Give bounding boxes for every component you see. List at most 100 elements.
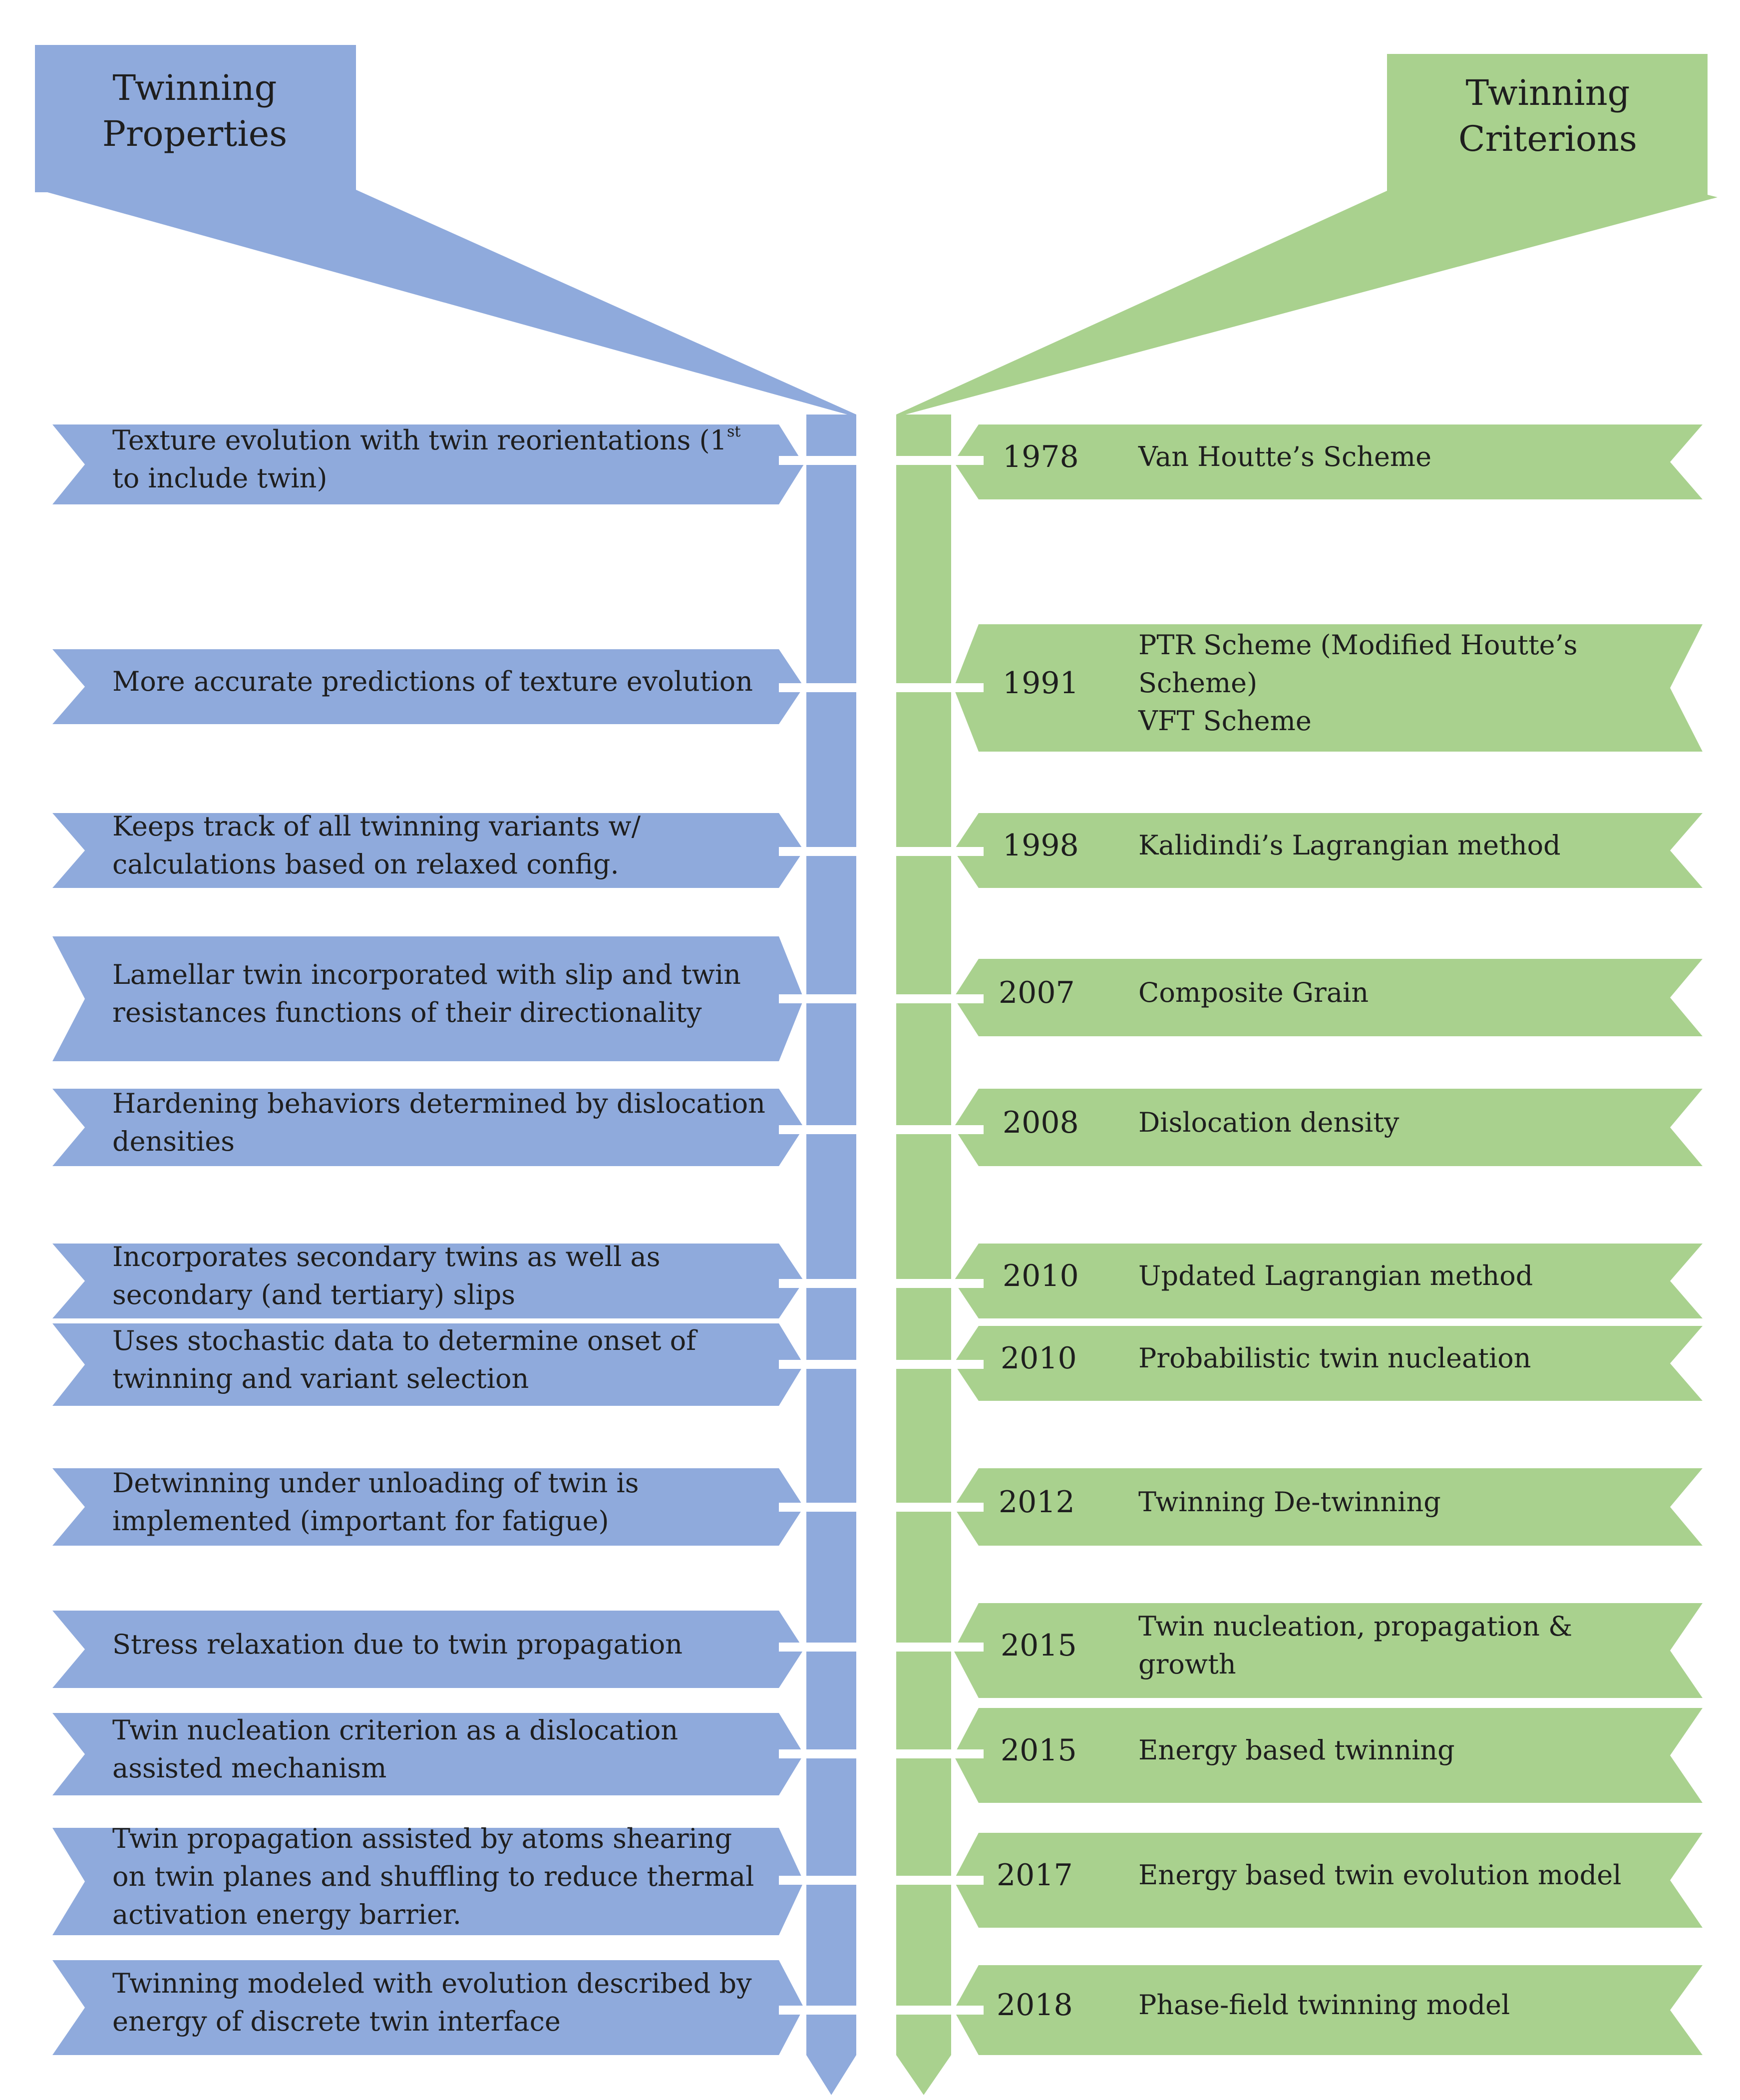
property-text-line: Twinning modeled with evolution describe…: [112, 1968, 752, 1999]
ordinal-superscript: st: [726, 423, 741, 440]
property-text-line: Incorporates secondary twins as well as: [112, 1241, 661, 1272]
connector-bar: [896, 2006, 984, 2015]
year-label: 2018: [997, 1988, 1073, 2023]
criterion-banner: [954, 1089, 1703, 1166]
connector-bar: [779, 456, 856, 465]
property-text-line: twinning and variant selection: [112, 1362, 529, 1394]
criterion-text: Kalidindi’s Lagrangian method: [1138, 827, 1561, 864]
criterion-text: Twin nucleation, propagation & growth: [1138, 1608, 1572, 1683]
property-banner: [52, 1089, 804, 1166]
property-text: Incorporates secondary twins as well as s…: [112, 1238, 660, 1314]
year-label: 2007: [999, 975, 1075, 1010]
property-text: Texture evolution with twin reorientatio…: [112, 421, 740, 497]
criterion-text: Phase-field twinning model: [1138, 1986, 1510, 2024]
criterion-banner: [954, 424, 1703, 499]
property-text: Keeps track of all twinning variants w/c…: [112, 808, 641, 883]
property-text: Lamellar twin incorporated with slip and…: [112, 956, 741, 1032]
property-text-line: secondary (and tertiary) slips: [112, 1279, 515, 1310]
criterion-text-line: Updated Lagrangian method: [1138, 1260, 1533, 1291]
property-banner: [52, 649, 804, 724]
criterion-banner: [954, 1468, 1703, 1546]
criterion-text-line: Twin nucleation, propagation &: [1138, 1611, 1573, 1642]
criterion-text-line: growth: [1138, 1649, 1236, 1680]
criterions-spine: [896, 415, 951, 2095]
properties-header: Twinning Properties: [45, 65, 345, 157]
property-text-line: implemented (important for fatigue): [112, 1505, 609, 1537]
criterion-text: Dislocation density: [1138, 1104, 1399, 1142]
property-text-line: assisted mechanism: [112, 1752, 387, 1784]
connector-bar: [896, 994, 984, 1003]
criterion-banner: [954, 959, 1703, 1036]
criterion-text-line: Phase-field twinning model: [1138, 1989, 1510, 2021]
property-text-line: energy of discrete twin interface: [112, 2006, 561, 2037]
criterion-text: Van Houtte’s Scheme: [1138, 438, 1431, 476]
criterion-banner: [954, 813, 1703, 888]
connector-bar: [779, 1360, 856, 1369]
criterion-text-line: Dislocation density: [1138, 1106, 1399, 1138]
criterions-header: Twinning Criterions: [1398, 70, 1698, 162]
property-text: Uses stochastic data to determine onset …: [112, 1322, 696, 1398]
property-text: More accurate predictions of texture evo…: [112, 663, 753, 701]
connector-bar: [896, 1125, 984, 1134]
year-label: 2012: [999, 1484, 1075, 1520]
property-text-line: densities: [112, 1125, 235, 1157]
property-banner: [52, 424, 804, 504]
criterions-header-line-1: Twinning: [1465, 72, 1630, 113]
connector-bar: [779, 1503, 856, 1512]
property-text: Twinning modeled with evolution describe…: [112, 1965, 752, 2041]
criterion-text: Updated Lagrangian method: [1138, 1257, 1533, 1295]
property-text-line: Stress relaxation due to twin propagatio…: [112, 1628, 683, 1660]
connector-bar: [779, 1125, 856, 1134]
connector-bar: [779, 1876, 856, 1885]
criterion-banner: [954, 1965, 1703, 2055]
property-text-line-with-sup: Texture evolution with twin reorientatio…: [112, 421, 740, 459]
connector-bar: [779, 847, 856, 856]
property-text: Stress relaxation due to twin propagatio…: [112, 1626, 683, 1664]
property-text-line: Twin nucleation criterion as a dislocati…: [112, 1714, 679, 1746]
criterion-banner: [954, 1708, 1703, 1803]
property-text: Detwinning under unloading of twin is imp…: [112, 1464, 639, 1540]
criterion-text-line: Composite Grain: [1138, 976, 1369, 1008]
property-banner: [52, 1828, 804, 1935]
connector-bar: [779, 683, 856, 692]
property-text-line: Uses stochastic data to determine onset …: [112, 1324, 696, 1356]
year-label: 2008: [1003, 1105, 1079, 1140]
property-banner: [52, 1713, 804, 1795]
criterion-text: Twinning De-twinning: [1138, 1483, 1441, 1521]
criterion-banner: [954, 1833, 1703, 1928]
connector-bar: [779, 1279, 856, 1288]
criterion-banner: [954, 1244, 1703, 1318]
criterion-text-line: Probabilistic twin nucleation: [1138, 1342, 1531, 1374]
connector-bar: [896, 1643, 984, 1652]
year-label: 2015: [1001, 1733, 1077, 1768]
year-label: 2015: [1001, 1628, 1077, 1663]
property-text-line: More accurate predictions of texture evo…: [112, 666, 753, 697]
connector-bar: [896, 847, 984, 856]
criterion-banner: [954, 624, 1703, 752]
criterion-text-line: Van Houtte’s Scheme: [1138, 441, 1432, 472]
year-label: 1991: [1003, 665, 1079, 701]
connector-bar: [896, 1749, 984, 1758]
property-text-line: Hardening behaviors determined by disloc…: [112, 1087, 765, 1119]
criterion-text-line: Energy based twinning: [1138, 1734, 1455, 1766]
property-text-line: on twin planes and shuffling to reduce t…: [112, 1860, 754, 1892]
year-label: 2010: [1001, 1341, 1077, 1376]
connector-bar: [779, 1643, 856, 1652]
property-text-line: Detwinning under unloading of twin is: [112, 1467, 639, 1499]
criterion-text: Probabilistic twin nucleation: [1138, 1339, 1531, 1377]
connector-bar: [896, 456, 984, 465]
criterion-banner: [954, 1603, 1703, 1698]
connector-bar: [896, 1279, 984, 1288]
criterion-text-line: Scheme): [1138, 667, 1258, 699]
criterion-banner: [954, 1326, 1703, 1401]
connector-bar: [779, 994, 856, 1003]
property-text: Twin nucleation criterion as a dislocati…: [112, 1711, 678, 1787]
criterion-text-line: VFT Scheme: [1138, 705, 1312, 737]
property-banner: [52, 1611, 804, 1688]
property-banner: [52, 813, 804, 888]
property-text: Hardening behaviors determined by disloc…: [112, 1085, 765, 1161]
year-label: 1978: [1003, 439, 1079, 474]
